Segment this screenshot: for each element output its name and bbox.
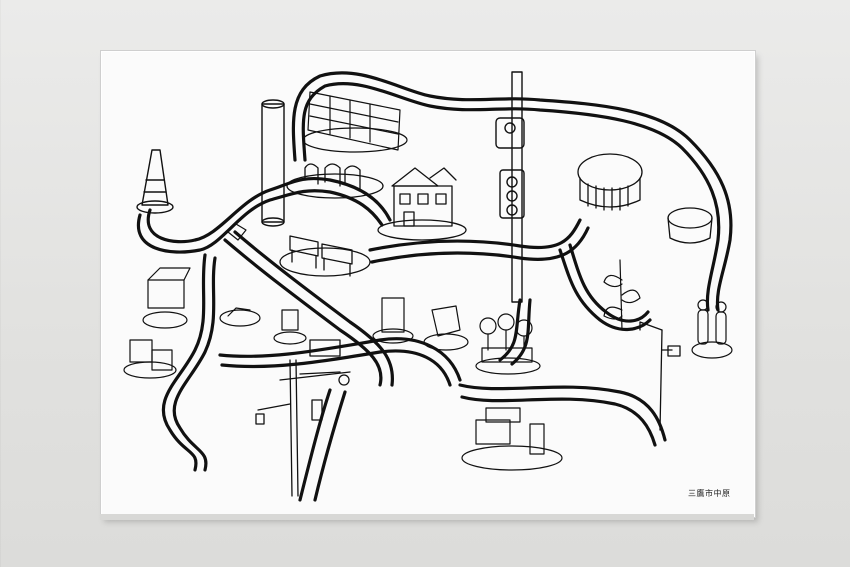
benches [279,235,371,277]
bicycle-rack [286,163,384,199]
produce-stand [461,407,563,471]
planter-bush [577,153,643,211]
small-objects [219,223,469,351]
concrete-column [261,99,285,227]
ashtray [667,207,713,244]
board-bottom-edge [100,514,754,520]
potted-plant [603,259,641,331]
traffic-cone [136,149,174,214]
street-lamp [639,321,681,431]
traffic-signal-pole [495,71,525,303]
crates-left [123,339,177,379]
road-outer [136,71,733,502]
tree-planter [475,313,541,375]
map-caption: 三鷹市中原 [688,489,731,498]
brick-wall [302,91,408,153]
house [377,167,467,241]
utility-pole [255,339,351,497]
stone-statues [691,299,733,359]
vending-cart [142,267,191,329]
